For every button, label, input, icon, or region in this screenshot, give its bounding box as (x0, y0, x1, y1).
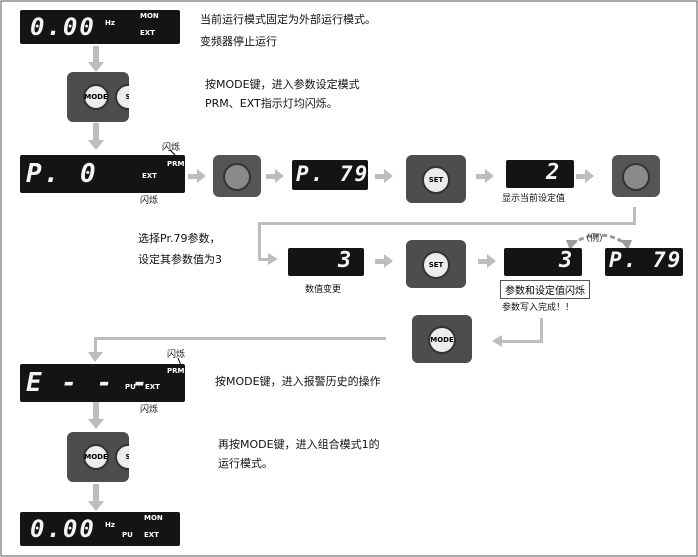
arrow-right-r1-4 (476, 169, 494, 183)
display-value: E - - - (26, 368, 150, 398)
ext-indicator: EXT (140, 29, 155, 37)
display-new-value: 3 (288, 248, 364, 276)
blink-label: 闪烁 (140, 405, 159, 415)
display-p79: P. 79 (292, 160, 368, 190)
arrow-right-r2-1 (375, 254, 393, 268)
note-1-line-2: 变频器停止运行 (200, 35, 277, 48)
setting-dial-1[interactable] (213, 155, 261, 197)
display-value: P. 79 (296, 162, 370, 186)
arrow-right-r1-2 (266, 169, 284, 183)
pu-indicator: PU (125, 383, 136, 391)
note-2-line-2: PRM、EXT指示灯均闪烁。 (205, 97, 338, 110)
example-label: （例） (581, 234, 609, 244)
blink-label: 闪烁 (140, 196, 159, 206)
display-top: 0.00 Hz MON EXT (20, 10, 180, 44)
display-value: 3 (338, 248, 354, 273)
s-key[interactable]: S (115, 84, 129, 110)
arrow-right-r1-1 (188, 169, 206, 183)
note-5-line-1: 再按MODE键，进入组合模式1的 (218, 438, 380, 451)
set-button-2[interactable]: SET (406, 240, 466, 288)
display-value: 0.00 (30, 515, 96, 543)
connector-mode-error (88, 337, 386, 362)
display-current-value: 2 (506, 160, 574, 188)
arrow-right-r1-3 (375, 169, 393, 183)
ext-indicator: EXT (145, 383, 160, 391)
set-button-1[interactable]: SET (406, 155, 466, 203)
show-current-caption: 显示当前设定值 (502, 194, 566, 204)
mode-key[interactable]: MODE (83, 444, 109, 470)
mode-button-3[interactable]: MODE S (67, 432, 129, 482)
param-number: 0 (80, 159, 98, 189)
note-3-line-2: 设定其参数值为3 (138, 253, 222, 266)
prm-indicator: PRM (167, 160, 185, 168)
dial-icon (622, 163, 650, 191)
blink-label: 闪烁 (162, 143, 181, 153)
blink-label: 闪烁 (167, 350, 186, 360)
display-value: 0.00 (30, 13, 96, 41)
arrow-down-3 (88, 402, 104, 429)
arrow-down-1 (88, 46, 104, 72)
mode-button-2[interactable]: MODE (412, 315, 472, 363)
setting-dial-2[interactable] (612, 155, 660, 197)
arrow-down-4 (88, 484, 104, 511)
arrow-down-2 (88, 123, 104, 150)
hz-indicator: Hz (105, 19, 115, 27)
display-alarm: E - - - PU PRM EXT (20, 364, 185, 402)
mode-button-1[interactable]: MODE S (67, 72, 129, 122)
dial-icon (223, 163, 251, 191)
display-value: P. 79 (609, 248, 683, 272)
note-5-line-2: 运行模式。 (218, 457, 273, 470)
note-1-line-1: 当前运行模式固定为外部运行模式。 (200, 13, 376, 26)
s-key[interactable]: S (115, 444, 129, 470)
write-done-caption: 参数写入完成！！ (502, 303, 575, 313)
display-blink-param: P. 79 (605, 248, 683, 276)
mode-key[interactable]: MODE (428, 326, 456, 354)
ext-indicator: EXT (142, 172, 157, 180)
display-bottom: 0.00 Hz PU MON EXT (20, 512, 180, 546)
note-4: 按MODE键，进入报警历史的操作 (215, 375, 381, 388)
blink-arrows (566, 233, 632, 250)
set-key[interactable]: SET (422, 166, 450, 194)
param-blink-label: 参数和设定值闪烁 (500, 280, 590, 299)
display-param: P. 0 PRM EXT (20, 155, 185, 193)
ext-indicator: EXT (144, 531, 159, 539)
display-value: 2 (546, 160, 562, 185)
mode-key[interactable]: MODE (83, 84, 109, 110)
set-key[interactable]: SET (422, 251, 450, 279)
mon-indicator: MON (140, 12, 159, 20)
display-blink-value: 3 (504, 248, 582, 276)
pu-indicator: PU (122, 531, 133, 539)
connector-r1-r2 (258, 207, 636, 265)
note-3-line-1: 选择Pr.79参数， (138, 232, 221, 245)
arrow-right-r1-5 (576, 169, 594, 183)
value-change-caption: 数值变更 (305, 285, 342, 295)
note-2-line-1: 按MODE键，进入参数设定模式 (205, 78, 360, 91)
arrow-right-r2-2 (478, 254, 496, 268)
connector-r2-mode (492, 318, 543, 347)
prm-indicator: PRM (167, 367, 185, 375)
display-value: 3 (559, 248, 575, 273)
mon-indicator: MON (144, 514, 163, 522)
param-prefix: P. (26, 159, 62, 189)
hz-indicator: Hz (105, 521, 115, 529)
